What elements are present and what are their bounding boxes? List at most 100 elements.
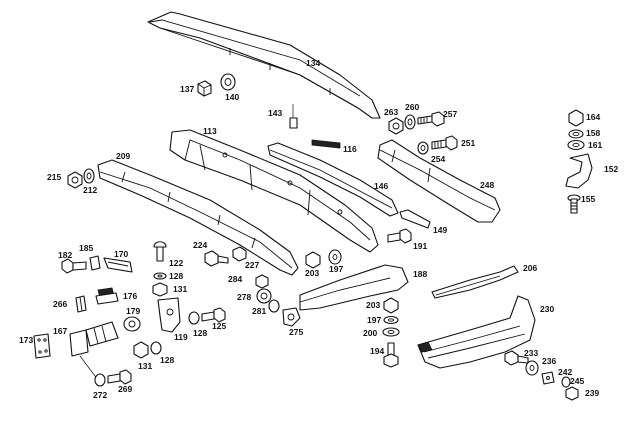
part-131-nut <box>152 282 168 297</box>
part-134-trim-strip <box>147 11 381 119</box>
part-209-bumper-strip <box>97 159 299 276</box>
label-113: 113 <box>203 126 217 136</box>
part-203-nut-lower <box>383 297 399 314</box>
part-278-washer <box>256 288 272 304</box>
part-245-washer <box>561 376 571 388</box>
label-266: 266 <box>53 299 67 309</box>
label-203-upper: 203 <box>305 268 319 278</box>
label-128-lower: 128 <box>160 355 174 365</box>
label-263: 263 <box>384 107 398 117</box>
label-251: 251 <box>461 138 475 148</box>
part-197-washer-lower <box>383 315 399 325</box>
part-284-nut <box>255 274 269 289</box>
part-191-bolt <box>387 228 412 244</box>
label-143: 143 <box>268 108 282 118</box>
label-146: 146 <box>374 181 388 191</box>
label-200: 200 <box>363 328 377 338</box>
part-128-washer-lower <box>150 341 162 355</box>
label-278: 278 <box>237 292 251 302</box>
part-143-clip <box>289 104 298 129</box>
part-260-washer <box>404 114 416 130</box>
part-170-bracket <box>103 257 133 273</box>
part-236-washer <box>525 360 539 376</box>
label-233: 233 <box>524 348 538 358</box>
label-260: 260 <box>405 102 419 112</box>
label-248: 248 <box>480 180 494 190</box>
label-170: 170 <box>114 249 128 259</box>
part-257-bolt <box>417 111 445 127</box>
part-113-reinforcement <box>169 129 379 253</box>
part-200-rubber-buffer <box>382 327 400 337</box>
part-248-side-bracket <box>377 139 501 223</box>
label-245: 245 <box>570 376 584 386</box>
label-284: 284 <box>228 274 242 284</box>
part-266-clip <box>75 295 87 313</box>
label-179: 179 <box>126 306 140 316</box>
part-212-washer <box>83 168 95 184</box>
label-257: 257 <box>443 109 457 119</box>
part-119-bracket <box>157 297 181 333</box>
label-227: 227 <box>245 260 259 270</box>
label-188: 188 <box>413 269 427 279</box>
part-176-cap <box>95 287 119 305</box>
part-272-washer <box>94 373 106 387</box>
label-194: 194 <box>370 346 384 356</box>
label-182: 182 <box>58 250 72 260</box>
label-212: 212 <box>83 185 97 195</box>
part-122-bolt <box>153 241 167 262</box>
label-173: 173 <box>19 335 33 345</box>
part-number-labels: 134 137 140 143 113 116 146 209 215 212 … <box>19 58 618 400</box>
label-176: 176 <box>123 291 137 301</box>
label-161: 161 <box>588 140 602 150</box>
part-125-bolt <box>201 307 226 323</box>
label-128-upper: 128 <box>169 271 183 281</box>
label-197-lower: 197 <box>367 315 381 325</box>
label-128-mid: 128 <box>193 328 207 338</box>
part-149-strip <box>399 209 431 229</box>
part-251-bolt <box>431 135 458 151</box>
part-161-washer <box>567 139 585 151</box>
part-137-bolt <box>197 80 212 97</box>
part-152-bracket <box>565 153 593 189</box>
label-125: 125 <box>212 321 226 331</box>
part-263-nut <box>388 117 404 135</box>
label-203-lower: 203 <box>366 300 380 310</box>
label-116: 116 <box>343 144 357 154</box>
label-137: 137 <box>180 84 194 94</box>
part-158-washer <box>568 129 584 139</box>
label-122: 122 <box>169 258 183 268</box>
label-155: 155 <box>581 194 595 204</box>
part-146-rubber-strip <box>267 142 399 217</box>
part-233-bolt <box>504 350 529 366</box>
label-206: 206 <box>523 263 537 273</box>
label-152: 152 <box>604 164 618 174</box>
label-158: 158 <box>586 128 600 138</box>
part-185-clip <box>89 255 101 271</box>
label-269: 269 <box>118 384 132 394</box>
part-254-washer <box>417 141 429 155</box>
label-230: 230 <box>540 304 554 314</box>
label-272: 272 <box>93 390 107 400</box>
label-131-upper: 131 <box>173 284 187 294</box>
part-230-bumper-cover <box>417 295 536 369</box>
label-185: 185 <box>79 243 93 253</box>
label-131-lower: 131 <box>138 361 152 371</box>
label-134: 134 <box>306 58 320 68</box>
part-188-end-cap <box>299 264 409 311</box>
part-182-bolt <box>61 258 87 274</box>
part-227-nut <box>232 246 247 262</box>
part-224-bolt <box>204 250 229 267</box>
label-149: 149 <box>433 225 447 235</box>
label-242: 242 <box>558 367 572 377</box>
part-215-nut <box>67 171 83 189</box>
label-140: 140 <box>225 92 239 102</box>
label-191: 191 <box>413 241 427 251</box>
label-236: 236 <box>542 356 556 366</box>
part-131-nut-lower <box>133 341 149 359</box>
part-239-nut <box>565 386 579 401</box>
part-203-nut-upper <box>305 251 321 269</box>
label-281: 281 <box>252 306 266 316</box>
part-269-bolt <box>107 369 132 385</box>
part-194-bolt <box>383 342 399 368</box>
